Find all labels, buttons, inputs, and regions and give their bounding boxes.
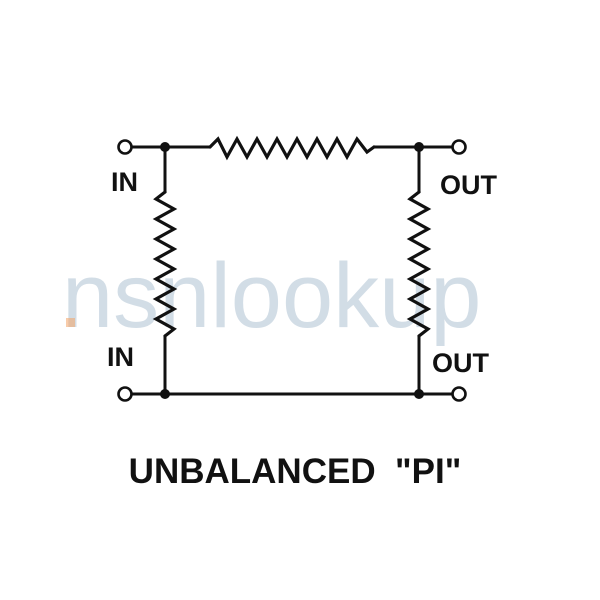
label-out-bottom: OUT: [432, 348, 490, 378]
junction-bottom-right: [414, 389, 424, 399]
label-in-top: IN: [111, 167, 138, 197]
label-out-top: OUT: [440, 170, 498, 200]
junction-bottom-left: [160, 389, 170, 399]
terminal-in-bottom: [117, 386, 133, 402]
right-shunt-resistor: [406, 190, 432, 338]
terminal-out-bottom: [451, 386, 467, 402]
junction-top-left: [160, 142, 170, 152]
junction-top-right: [414, 142, 424, 152]
watermark-accent-mark: [66, 318, 75, 327]
diagram-title: UNBALANCED "PI": [129, 452, 462, 491]
label-in-bottom: IN: [107, 342, 134, 372]
watermark-text: nsnlookup: [62, 245, 481, 347]
left-shunt-resistor: [152, 190, 178, 338]
series-resistor: [208, 135, 376, 161]
terminal-out-top: [451, 139, 467, 155]
terminal-in-top: [117, 139, 133, 155]
